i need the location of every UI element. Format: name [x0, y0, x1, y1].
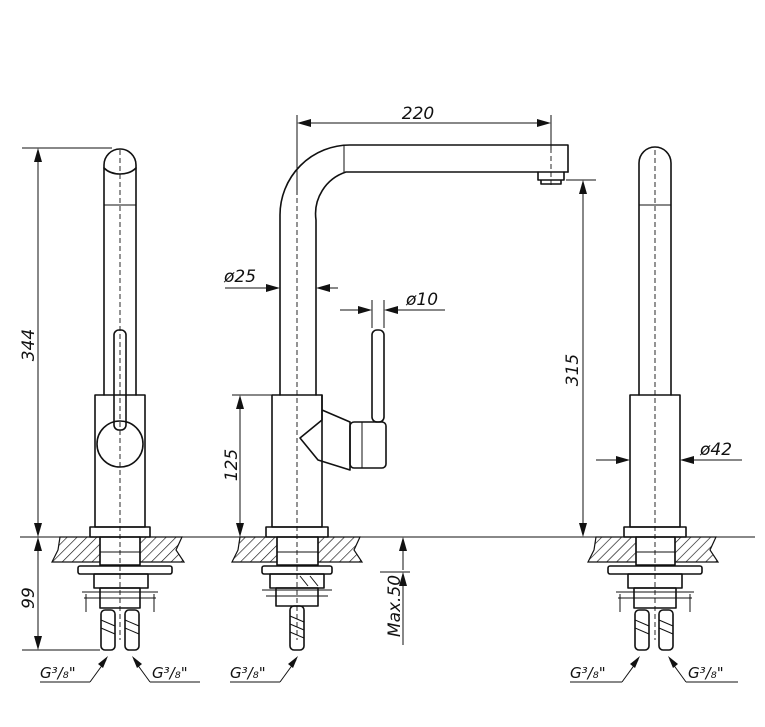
center-lever-base — [349, 421, 387, 469]
dim-220-label: 220 — [402, 104, 434, 124]
left-spout-cap — [103, 167, 137, 175]
dim-315-label: 315 — [563, 354, 583, 386]
center-conn-label: G³/₈" — [230, 664, 266, 682]
right-spout-tube — [638, 146, 672, 396]
right-counter-hatch-r — [674, 536, 720, 563]
left-conn-b-label: G³/₈" — [152, 664, 188, 682]
left-hose-b — [124, 609, 140, 651]
left-connection-callouts: G³/₈" G³/₈" — [40, 656, 200, 683]
center-spout-outer — [279, 144, 569, 396]
dim-315: 315 — [563, 179, 596, 537]
left-conn-a-label: G³/₈" — [40, 664, 76, 682]
dim-body-diameter-label: ø42 — [699, 440, 732, 460]
center-nut-detail — [299, 575, 319, 587]
center-hose-coils — [289, 615, 305, 639]
left-hose-coils — [100, 619, 140, 635]
right-conn-b-label: G³/₈" — [688, 664, 724, 682]
right-shank — [635, 536, 676, 566]
dim-lever-diameter-label: ø10 — [405, 290, 438, 310]
left-shank — [99, 536, 141, 566]
dim-max-deck-label: Max.50 — [385, 575, 405, 637]
dim-spout-diameter: ø25 — [223, 267, 338, 292]
center-shank — [276, 536, 319, 566]
dim-125-label: 125 — [222, 449, 242, 481]
left-lever-hub — [96, 420, 144, 468]
dim-max-deck: Max.50 — [380, 537, 410, 645]
center-lever-housing — [299, 394, 351, 471]
left-hose-a — [100, 609, 116, 651]
center-counter-hatch-l — [231, 536, 278, 563]
center-connection-callout: G³/₈" — [230, 656, 298, 683]
left-nut — [93, 573, 149, 589]
dim-body-diameter: ø42 — [596, 440, 742, 464]
left-spout-tube — [103, 148, 137, 396]
right-view — [587, 146, 720, 651]
center-stud-details — [262, 589, 332, 597]
left-washer — [77, 565, 173, 575]
right-counter-hatch-l — [587, 536, 637, 563]
center-spout-inner — [314, 171, 569, 396]
dim-344: 344 — [19, 147, 112, 537]
left-counter-hatch-r — [139, 536, 186, 563]
left-counter-hatch-l — [51, 536, 101, 563]
left-view — [51, 148, 186, 651]
center-lever — [371, 329, 385, 423]
dim-lever-diameter: ø10 — [340, 290, 445, 328]
left-lever — [113, 329, 127, 431]
dim-220: 220 — [296, 104, 552, 195]
right-connection-callouts: G³/₈" G³/₈" — [570, 656, 738, 683]
dim-125: 125 — [222, 394, 272, 537]
dim-spout-diameter-label: ø25 — [223, 267, 256, 287]
right-stud-bolts — [616, 591, 694, 612]
dim-99: 99 — [19, 537, 100, 651]
right-hose-a — [634, 609, 650, 651]
right-hose-b — [658, 609, 674, 651]
left-stud-bolts — [82, 591, 158, 612]
center-counter-hatch-r — [317, 536, 364, 563]
dim-344-label: 344 — [19, 329, 39, 361]
dim-99-label: 99 — [19, 587, 39, 609]
right-conn-a-label: G³/₈" — [570, 664, 606, 682]
right-hose-coils — [634, 619, 674, 635]
center-hose — [289, 605, 305, 651]
center-view — [231, 144, 569, 651]
